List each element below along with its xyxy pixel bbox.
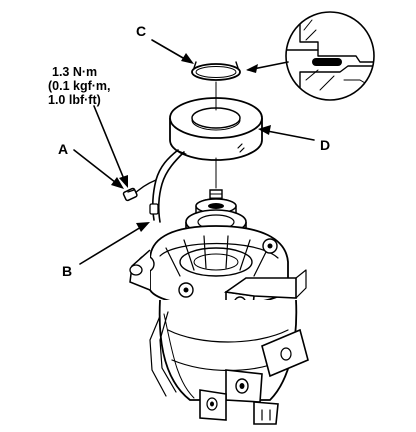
label-a: A <box>58 141 68 157</box>
label-d: D <box>320 137 330 153</box>
torque-spec-line-2: (0.1 kgf·m, <box>48 79 111 93</box>
detail-inset <box>246 11 375 101</box>
compressor-body <box>129 189 309 425</box>
snap-ring <box>191 61 241 81</box>
torque-spec-line-1: 1.3 N·m <box>52 65 97 79</box>
coil-lead-wire <box>122 149 185 223</box>
torque-spec-line-3: 1.0 lbf·ft) <box>48 93 101 107</box>
label-b: B <box>62 263 72 279</box>
label-c: C <box>136 23 146 39</box>
callout-labels: C D A B <box>58 23 330 279</box>
leader-lines <box>73 39 315 265</box>
torque-spec: 1.3 N·m (0.1 kgf·m, 1.0 lbf·ft) <box>48 65 111 107</box>
